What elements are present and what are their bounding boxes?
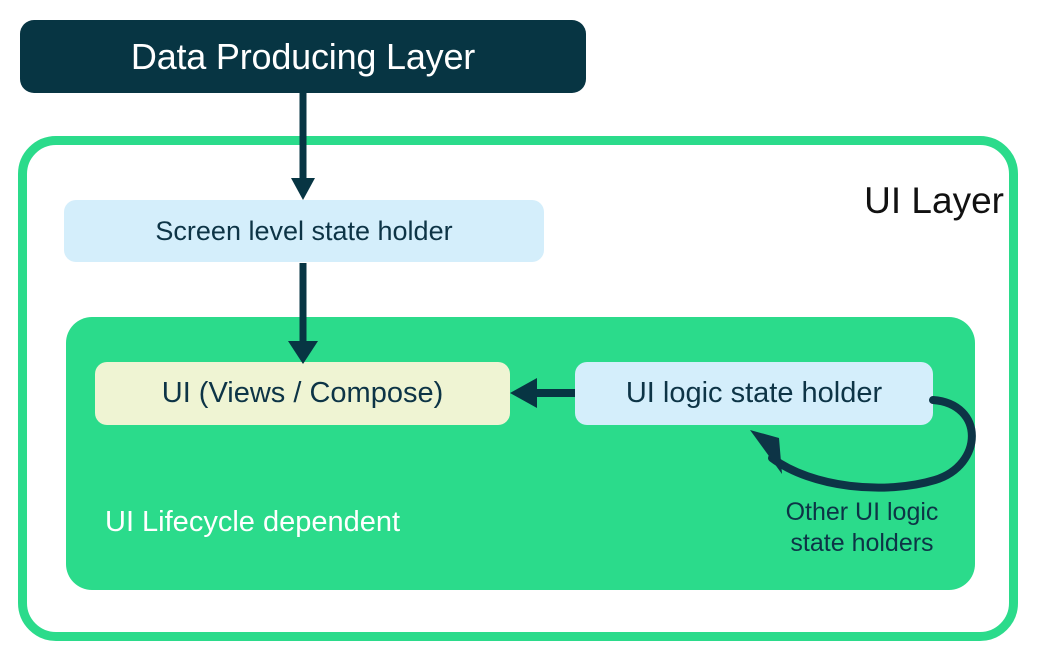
ui-lifecycle-dependent-label: UI Lifecycle dependent [105,506,401,538]
ui-layer-title: UI Layer [864,180,1004,221]
other-ui-logic-caption-line-1: Other UI logic [785,498,939,526]
screen-level-state-holder-box: Screen level state holder [64,200,544,262]
ui-logic-state-holder-box: UI logic state holder [575,362,933,425]
screen-level-state-holder-label: Screen level state holder [155,215,453,246]
ui-views-compose-label: UI (Views / Compose) [161,377,444,409]
ui-logic-state-holder-label: UI logic state holder [625,377,883,409]
other-ui-logic-state-holders-caption: Other UI logic state holders [737,497,987,559]
data-producing-layer-box: Data Producing Layer [20,20,586,93]
ui-layer-container [18,136,1018,641]
other-ui-logic-caption-line-2: state holders [790,529,934,557]
ui-views-compose-box: UI (Views / Compose) [95,362,510,425]
data-producing-layer-label: Data Producing Layer [130,35,476,77]
